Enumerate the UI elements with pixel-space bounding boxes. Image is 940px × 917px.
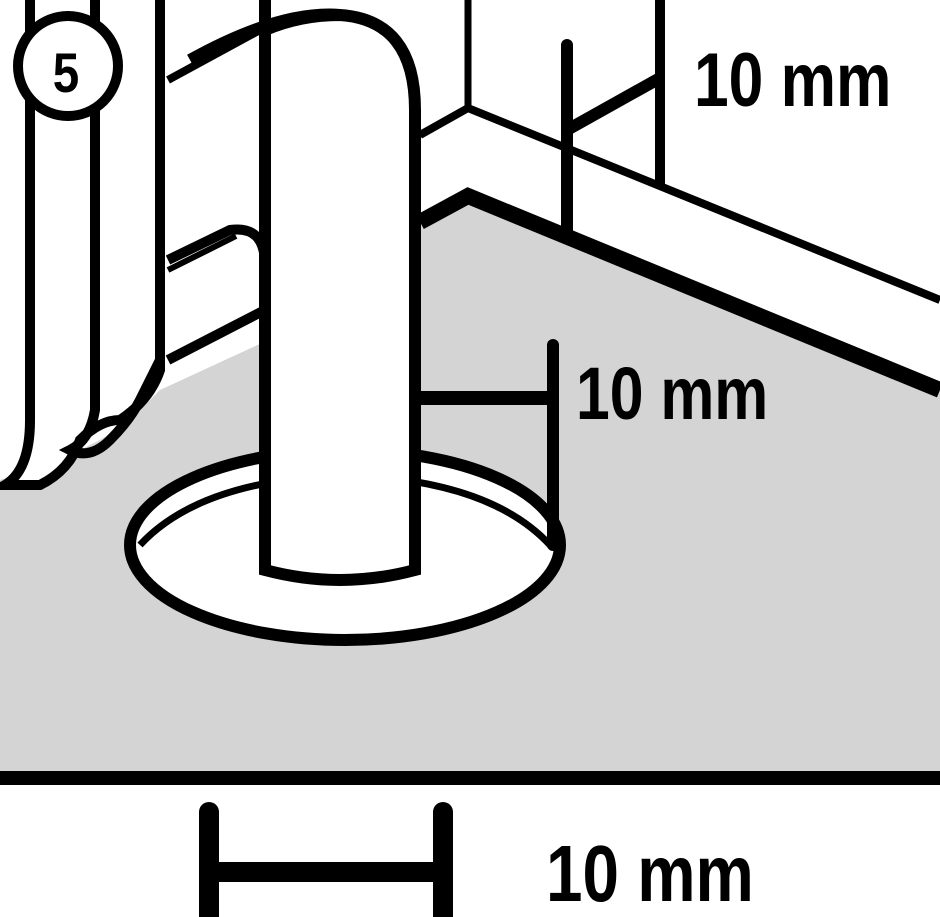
floor-edge [416,187,940,398]
bottom-measurement-label: 10 mm [546,829,754,917]
top-dimension-arrow [564,72,663,136]
pipe-highlight [166,233,238,273]
top-measurement-label: 10 mm [694,38,892,123]
main-pipe [259,0,421,586]
left-pipe-inner [58,0,165,459]
step-number: 5 [52,40,80,104]
step-number-circle [13,11,123,121]
middle-measurement-label: 10 mm [576,352,769,435]
pipe-bend [187,8,341,66]
